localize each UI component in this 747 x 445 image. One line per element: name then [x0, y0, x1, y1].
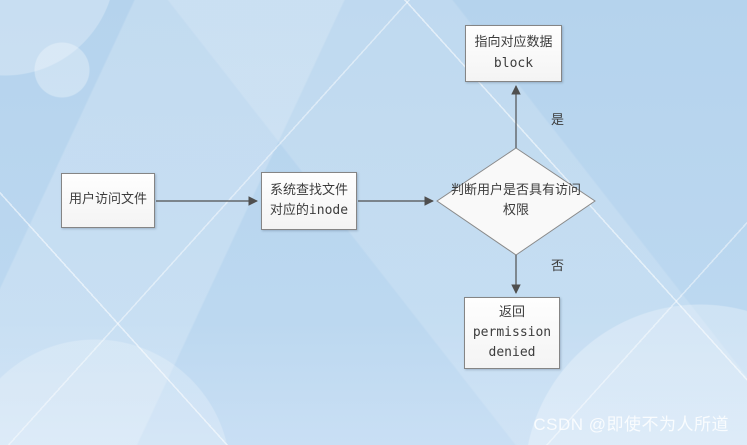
node-user-access-file: 用户访问文件 [61, 173, 155, 228]
csdn-watermark: CSDN @即使不为人所道 [533, 414, 729, 434]
node-decision-permission-label: 判断用户是否具有访问 权限 [450, 183, 581, 219]
edge-label-yes: 是 [551, 113, 565, 128]
node-system-lookup-inode: 系统查找文件 对应的inode [261, 172, 357, 230]
edge-label-no: 否 [551, 259, 565, 274]
node-point-to-data-block: 指向对应数据 block [465, 25, 562, 82]
node-return-permission-denied: 返回 permission denied [464, 297, 560, 369]
